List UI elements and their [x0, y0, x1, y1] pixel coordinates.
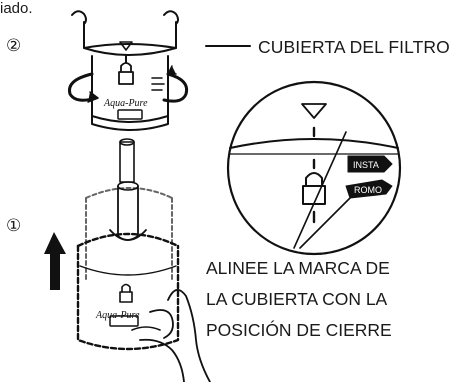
brand-text-top: Aqua-Pure: [103, 98, 148, 109]
partial-caption: iado.: [0, 0, 33, 17]
step-number-two: ②: [6, 36, 22, 55]
filter-cover-label: CUBIERTA DEL FILTRO: [258, 37, 450, 57]
filter-cover-top: [67, 10, 189, 131]
brand-text-cartridge: Aqua-Pure: [95, 310, 140, 321]
rotate-arrow-icon: [67, 65, 189, 103]
filter-cartridge: [76, 138, 180, 351]
romo-label: ROMO: [354, 185, 382, 195]
insta-label: INSTA: [353, 160, 379, 170]
instruction-line-3: POSICIÓN DE CIERRE: [206, 320, 392, 340]
step-number-one: ①: [6, 216, 22, 235]
hand-icon: [131, 289, 211, 383]
triangle-marker-icon: [119, 41, 133, 51]
lock-icon: [302, 172, 326, 205]
triangle-marker-icon: [301, 103, 327, 119]
up-arrow-icon: [44, 232, 66, 290]
lock-icon: [119, 283, 133, 303]
detail-zoom-circle: [226, 80, 402, 256]
instruction-line-1: ALINEE LA MARCA DE: [206, 258, 390, 278]
lock-icon: [118, 62, 134, 85]
instruction-line-2: LA CUBIERTA CON LA: [206, 289, 388, 309]
